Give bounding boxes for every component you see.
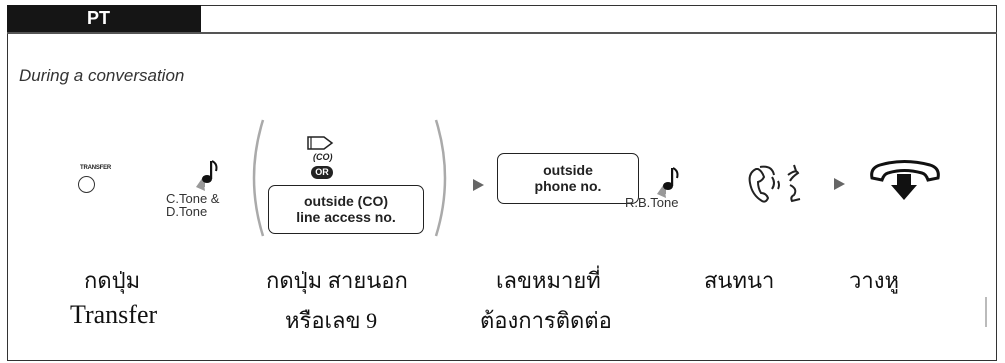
- co-line-access-box: outside (CO) line access no.: [268, 185, 424, 234]
- talking-head-icon: [746, 163, 812, 210]
- speaker-note-icon: [655, 164, 683, 198]
- speaker-note-icon: [194, 157, 222, 191]
- right-parenthesis: [432, 118, 456, 243]
- co-caption: (CO): [313, 152, 333, 162]
- header-rule: [7, 32, 997, 34]
- left-parenthesis: [243, 118, 267, 243]
- subtitle: During a conversation: [19, 66, 185, 85]
- scroll-indicator: [985, 297, 987, 327]
- instruction-panel: [7, 5, 997, 361]
- right-arrow-icon: [473, 179, 484, 191]
- outside-phone-number-box: outside phone no.: [497, 153, 639, 204]
- caption-press-transfer: กดปุ่ม: [84, 268, 141, 293]
- tone1-line1: C.Tone &: [166, 191, 220, 206]
- handset-down-icon: [866, 158, 946, 209]
- tone2-caption: R.B.Tone: [625, 195, 679, 210]
- transfer-button-caption: TRANSFER: [80, 165, 112, 171]
- caption-hang-up: วางหู: [849, 268, 899, 293]
- header-tab: PT: [7, 5, 201, 32]
- co-box-line1: outside (CO): [304, 193, 388, 209]
- tone1-caption: C.Tone & D.Tone: [166, 192, 219, 219]
- caption-to-contact: ต้องการติดต่อ: [480, 308, 612, 333]
- co-box-line2: line access no.: [296, 209, 396, 225]
- right-arrow-icon: [834, 178, 845, 190]
- caption-or-number-9: หรือเลข 9: [285, 308, 378, 333]
- transfer-button-icon: [78, 176, 95, 193]
- caption-transfer-word: Transfer: [70, 300, 158, 329]
- or-badge: OR: [311, 166, 333, 179]
- caption-press-outside-line: กดปุ่ม สายนอก: [266, 268, 408, 293]
- tone1-line2: D.Tone: [166, 204, 208, 219]
- flexible-co-button-icon: [306, 134, 336, 157]
- header-tab-label: PT: [87, 8, 111, 28]
- caption-converse: สนทนา: [704, 268, 775, 293]
- caption-phone-number: เลขหมายที่: [496, 268, 601, 293]
- phone-box-line1: outside: [543, 162, 593, 178]
- phone-box-line2: phone no.: [534, 178, 602, 194]
